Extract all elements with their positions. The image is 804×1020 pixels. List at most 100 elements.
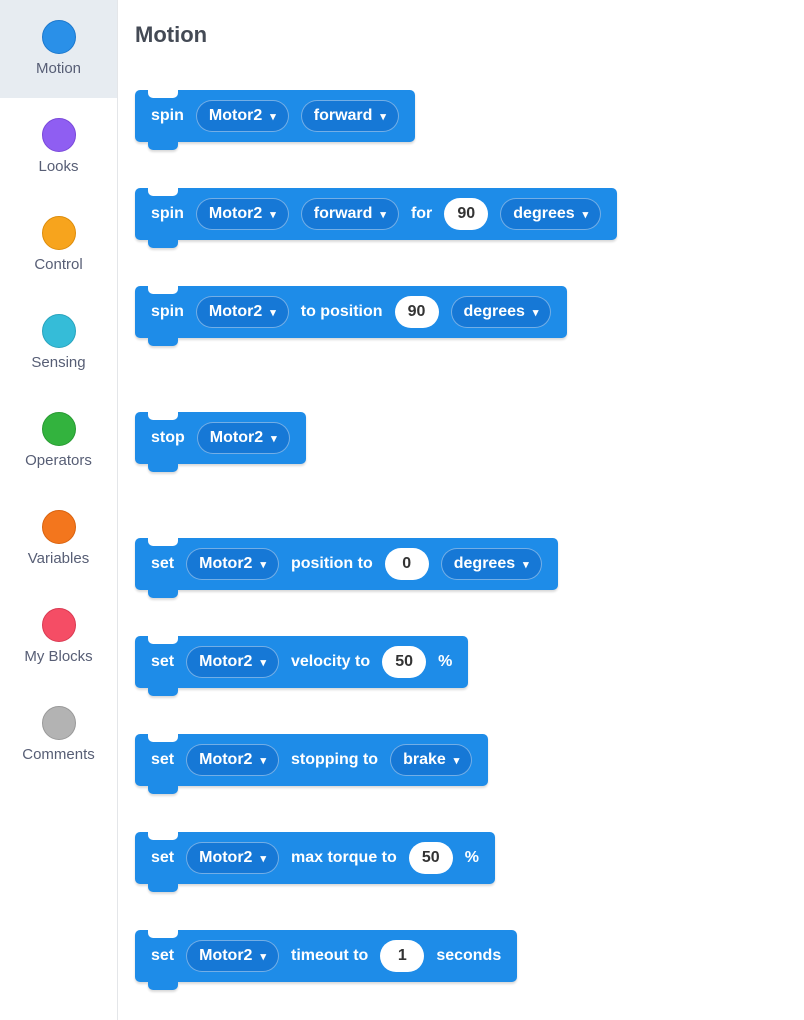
sidebar-item-motion[interactable]: Motion [0,0,117,98]
block-text: set [151,947,175,964]
comments-category-icon [41,706,76,741]
block-text: % [438,653,453,670]
unit-dropdown[interactable]: degrees▾ [450,296,552,328]
dropdown-caret-icon: ▾ [523,558,529,571]
block-text: set [151,653,175,670]
motor-dropdown[interactable]: Motor2 ▾ [195,100,289,132]
sidebar-item-control[interactable]: Control [0,196,117,294]
torque-input[interactable]: 50 [408,842,453,874]
sidebar-item-variables[interactable]: Variables [0,490,117,588]
block-text: position to [290,555,373,572]
block-spin-to-position[interactable]: spin Motor2 ▾ to position 90 degrees▾ [135,286,568,346]
sidebar-item-label: Looks [38,158,79,176]
block-spin-motor[interactable]: spin Motor2 ▾ forward ▾ [135,90,415,150]
block-text: set [151,751,175,768]
dropdown-value: Motor2 [199,751,253,769]
dropdown-value: Motor2 [199,653,253,671]
unit-dropdown[interactable]: degrees ▾ [500,198,602,230]
dropdown-value: degrees [463,303,525,321]
motor-dropdown[interactable]: Motor2 ▾ [186,744,279,776]
motor-dropdown[interactable]: Motor2 ▾ [186,646,279,678]
sidebar-item-looks[interactable]: Looks [0,98,117,196]
dropdown-value: Motor2 [209,429,264,447]
block-set-max-torque[interactable]: set Motor2 ▾ max torque to 50% [135,832,496,892]
dropdown-value: Motor2 [208,205,263,223]
dropdown-value: Motor2 [199,555,253,573]
block-text: spin [151,205,184,222]
dropdown-value: Motor2 [208,107,263,125]
sidebar-item-label: Operators [25,452,92,470]
block-text: max torque to [290,849,397,866]
operators-category-icon [41,412,76,447]
dropdown-value: degrees [513,205,575,223]
sidebar-item-comments[interactable]: Comments [0,686,117,784]
dropdown-value: Motor2 [208,303,263,321]
sidebar-item-my-blocks[interactable]: My Blocks [0,588,117,686]
dropdown-caret-icon: ▾ [453,754,460,767]
block-stop-motor[interactable]: stop Motor2 ▾ [135,412,306,472]
unit-dropdown[interactable]: degrees ▾ [440,548,542,580]
motor-dropdown[interactable]: Motor2▾ [195,198,289,230]
dropdown-caret-icon: ▾ [582,208,589,221]
block-text: spin [151,107,184,124]
block-text: for [410,205,433,222]
sidebar-item-label: Comments [22,746,95,764]
dropdown-caret-icon: ▾ [260,950,266,963]
motor-dropdown[interactable]: Motor2 ▾ [195,296,289,328]
timeout-input[interactable]: 1 [380,940,425,972]
block-text: set [151,849,175,866]
sidebar-item-label: Sensing [31,354,86,372]
dropdown-value: Motor2 [199,849,253,867]
my-blocks-category-icon [41,608,76,643]
dropdown-caret-icon: ▾ [260,754,266,767]
dropdown-caret-icon: ▾ [260,558,266,571]
motor-dropdown[interactable]: Motor2 ▾ [186,842,279,874]
dropdown-value: degrees [453,555,516,573]
motor-dropdown[interactable]: Motor2▾ [186,940,279,972]
block-text: stop [151,429,185,446]
sidebar-item-label: Motion [35,60,82,78]
dropdown-caret-icon: ▾ [260,852,266,865]
block-text: seconds [436,947,502,964]
variables-category-icon [41,510,76,545]
block-text: % [464,849,480,866]
dropdown-caret-icon: ▾ [380,208,386,221]
dropdown-value: forward [313,107,373,125]
block-set-position[interactable]: set Motor2 ▾ position to 0 degrees ▾ [135,538,558,598]
dropdown-caret-icon: ▾ [270,110,276,123]
category-title: Motion [135,22,208,47]
stopping-mode-dropdown[interactable]: brake ▾ [390,744,473,776]
sidebar-item-label: Variables [27,550,90,568]
block-text: timeout to [290,947,369,964]
position-input[interactable]: 0 [384,548,429,580]
motion-category-icon [41,20,76,55]
sidebar-item-label: Control [34,256,83,274]
dropdown-caret-icon: ▾ [380,110,386,123]
block-text: spin [151,303,184,320]
motor-dropdown[interactable]: Motor2 ▾ [196,422,290,454]
sidebar-item-label: My Blocks [24,648,93,666]
direction-dropdown[interactable]: forward▾ [300,198,399,230]
block-text: to position [300,303,383,320]
dropdown-caret-icon: ▾ [271,432,277,445]
amount-input[interactable]: 90 [444,198,489,230]
block-text: set [151,555,175,572]
dropdown-caret-icon: ▾ [260,656,266,669]
direction-dropdown[interactable]: forward ▾ [300,100,399,132]
sidebar-item-sensing[interactable]: Sensing [0,294,117,392]
dropdown-value: brake [403,751,446,769]
sidebar-item-operators[interactable]: Operators [0,392,117,490]
position-input[interactable]: 90 [394,296,439,328]
control-category-icon [41,216,76,251]
dropdown-caret-icon: ▾ [270,306,276,319]
motor-dropdown[interactable]: Motor2 ▾ [186,548,279,580]
velocity-input[interactable]: 50 [382,646,427,678]
block-set-timeout[interactable]: set Motor2▾ timeout to 1 seconds [135,930,518,990]
